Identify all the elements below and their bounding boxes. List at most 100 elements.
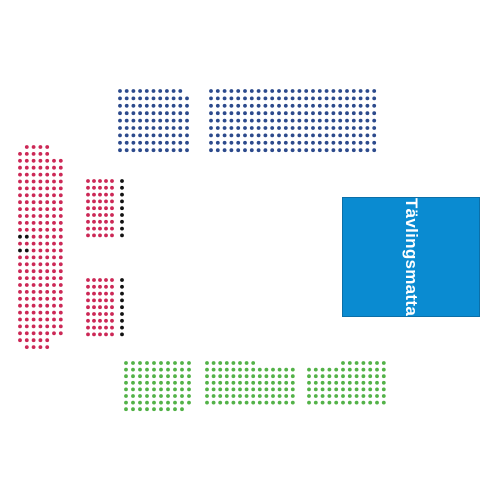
seat[interactable] [58, 234, 63, 239]
seat[interactable] [222, 118, 227, 123]
seat[interactable] [372, 111, 377, 116]
seat[interactable] [24, 338, 29, 343]
seat[interactable] [158, 111, 163, 116]
seat[interactable] [138, 126, 143, 130]
seat[interactable] [283, 148, 288, 153]
seat[interactable] [263, 133, 268, 138]
seat[interactable] [334, 380, 339, 385]
seat[interactable] [86, 325, 90, 330]
seat[interactable] [297, 133, 302, 138]
seat[interactable] [45, 186, 50, 191]
seat[interactable] [31, 207, 36, 212]
seat[interactable] [165, 140, 169, 145]
seat[interactable] [236, 140, 241, 145]
seat[interactable] [311, 133, 315, 138]
seat[interactable] [118, 148, 122, 153]
seat[interactable] [124, 374, 128, 379]
seat[interactable] [231, 361, 236, 365]
seat[interactable] [368, 361, 373, 365]
seat[interactable] [38, 296, 43, 301]
seat[interactable] [211, 394, 216, 398]
seat[interactable] [38, 317, 43, 322]
seat[interactable] [124, 133, 129, 138]
seat[interactable] [178, 103, 183, 108]
seat[interactable] [187, 394, 191, 398]
seat[interactable] [180, 374, 184, 379]
seat[interactable] [327, 387, 332, 392]
seat[interactable] [110, 192, 114, 197]
seat[interactable] [173, 394, 177, 398]
seat[interactable] [229, 126, 234, 130]
seat[interactable] [158, 103, 163, 108]
seat[interactable] [284, 387, 289, 392]
seat[interactable] [365, 126, 370, 130]
seat[interactable] [165, 111, 169, 116]
seat[interactable] [58, 290, 63, 294]
seat[interactable] [249, 126, 254, 130]
seat[interactable] [304, 126, 309, 130]
seat[interactable] [110, 199, 114, 204]
seat[interactable] [24, 290, 29, 294]
seat[interactable] [327, 374, 332, 379]
seat[interactable] [277, 96, 281, 101]
seat[interactable] [151, 111, 156, 116]
seat[interactable] [375, 387, 379, 392]
seat[interactable] [110, 298, 114, 303]
seat[interactable] [358, 111, 363, 116]
seat[interactable] [31, 172, 36, 177]
seat[interactable] [138, 407, 142, 412]
seat[interactable] [18, 179, 22, 184]
seat[interactable] [372, 140, 377, 145]
seat[interactable] [173, 387, 177, 392]
seat[interactable] [58, 227, 63, 232]
seat[interactable] [205, 387, 209, 392]
seat[interactable] [98, 318, 102, 323]
seat[interactable] [338, 96, 343, 101]
seat[interactable] [104, 284, 108, 289]
seat[interactable] [18, 283, 22, 287]
seat[interactable] [171, 118, 176, 123]
seat[interactable] [171, 126, 176, 130]
seat[interactable] [58, 283, 63, 287]
seat[interactable] [338, 140, 343, 145]
seat[interactable] [351, 96, 356, 101]
seat[interactable] [243, 96, 247, 101]
seat[interactable] [180, 394, 184, 398]
seat[interactable] [144, 118, 149, 123]
seat[interactable] [256, 133, 261, 138]
seat[interactable] [256, 140, 261, 145]
seat[interactable] [244, 400, 249, 405]
seat[interactable] [31, 221, 36, 225]
seat[interactable] [31, 283, 36, 287]
seat[interactable] [52, 241, 56, 246]
seat[interactable] [271, 400, 275, 405]
seat[interactable] [244, 387, 249, 392]
seat[interactable] [124, 118, 129, 123]
seat[interactable] [138, 140, 143, 145]
seat[interactable] [264, 387, 269, 392]
seat[interactable] [243, 126, 247, 130]
seat[interactable] [231, 380, 236, 385]
seat[interactable] [152, 387, 156, 392]
seat[interactable] [320, 394, 325, 398]
seat[interactable] [270, 140, 275, 145]
seat[interactable] [297, 140, 302, 145]
seat[interactable] [277, 367, 282, 372]
seat[interactable] [304, 133, 309, 138]
seat[interactable] [98, 284, 102, 289]
seat[interactable] [317, 118, 322, 123]
seat[interactable] [249, 118, 254, 123]
seat[interactable] [331, 118, 336, 123]
seat[interactable] [45, 345, 50, 349]
seat[interactable] [18, 241, 22, 246]
seat[interactable] [277, 89, 281, 93]
seat[interactable] [165, 89, 169, 93]
seat[interactable] [18, 214, 22, 218]
seat[interactable] [263, 148, 268, 153]
seat[interactable] [86, 305, 90, 310]
seat[interactable] [324, 126, 329, 130]
seat[interactable] [166, 374, 170, 379]
seat[interactable] [45, 324, 50, 329]
seat[interactable] [165, 118, 169, 123]
seat[interactable] [58, 200, 63, 205]
